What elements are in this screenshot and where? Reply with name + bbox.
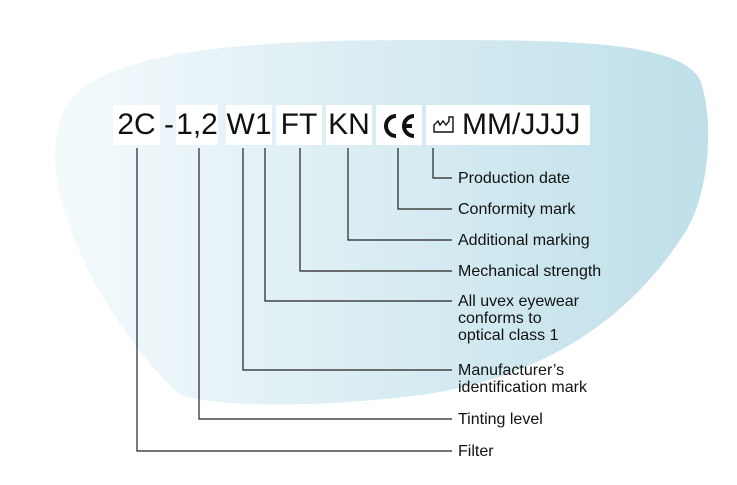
label-optical-class: All uvex eyewear conforms to optical cla… — [458, 293, 579, 344]
leader-optical-class — [264, 148, 452, 302]
leader-production-date — [432, 148, 452, 179]
label-line: identification mark — [458, 379, 587, 396]
ce-mark-icon — [376, 105, 422, 145]
code-additional: KN — [326, 105, 372, 145]
label-filter: Filter — [458, 443, 494, 460]
leader-filter — [136, 148, 452, 452]
label-additional-marking: Additional marking — [458, 232, 590, 249]
label-tinting-level: Tinting level — [458, 411, 543, 428]
code-tint: 1,2 — [176, 105, 218, 145]
factory-icon — [433, 116, 454, 133]
leader-tinting — [198, 148, 452, 420]
label-mechanical-strength: Mechanical strength — [458, 263, 602, 280]
label-manufacturer-mark: Manufacturer’s identification mark — [458, 362, 587, 396]
label-line: All uvex eyewear — [458, 293, 579, 310]
code-strength: FT — [276, 105, 322, 145]
label-conformity-mark: Conformity mark — [458, 201, 576, 218]
code-date: MM/JJJJ — [462, 108, 581, 141]
code-date-box: MM/JJJJ — [426, 105, 590, 145]
code-manufacturer-class: W1 — [226, 105, 272, 145]
leader-conformity — [397, 148, 452, 210]
label-line: optical class 1 — [458, 327, 559, 344]
label-production-date: Production date — [458, 170, 571, 187]
label-line: Manufacturer’s — [458, 362, 565, 379]
leader-manufacturer — [242, 148, 452, 371]
leader-additional — [347, 148, 452, 241]
leader-mechanical — [299, 148, 452, 272]
code-filter: 2C — [113, 105, 160, 145]
lens-shape — [55, 40, 709, 405]
label-line: conforms to — [458, 310, 542, 327]
code-separator: - — [164, 108, 174, 141]
